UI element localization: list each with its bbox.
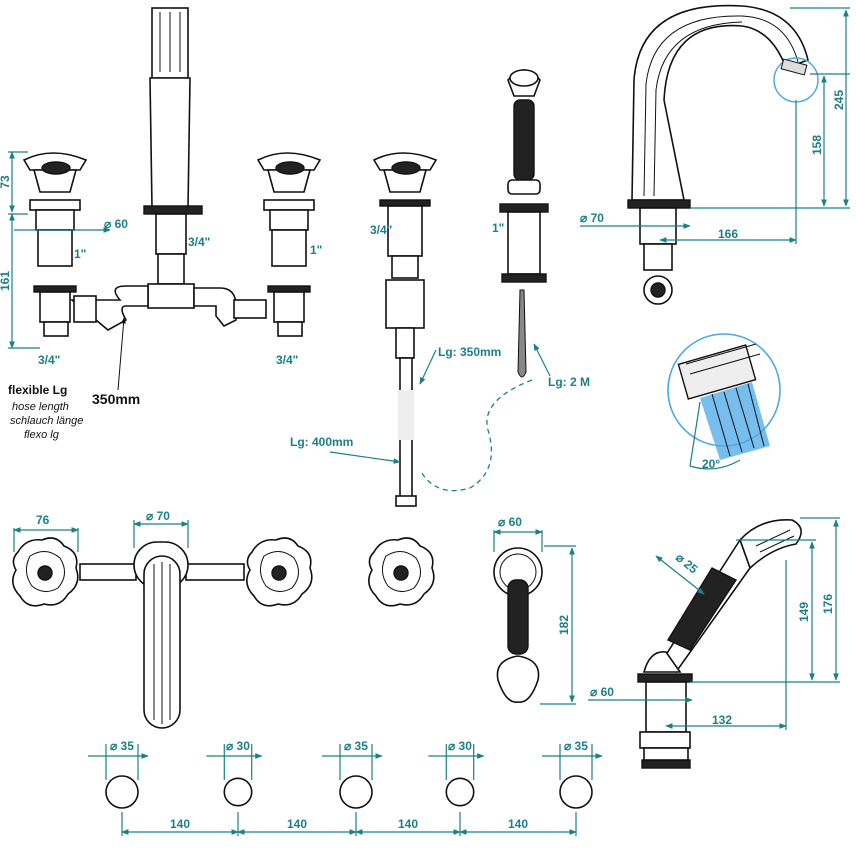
handshower-thread: 1" [492, 221, 504, 235]
hole-diameter-label: ⌀ 35 [110, 739, 134, 753]
swan-spout-reach: 166 [718, 227, 738, 241]
spout-top-diameter-value: 70 [157, 509, 171, 523]
hole-diameter-label: ⌀ 35 [344, 739, 368, 753]
left-valve-diameter: ⌀ 60 [104, 217, 128, 231]
hole-spacing-label: 140 [287, 817, 307, 831]
right-valve-thread-lower: 3/4" [276, 353, 298, 367]
handshower-on-holder [637, 519, 802, 769]
flexible-note: flexible Lg hose length schlauch länge f… [8, 383, 83, 441]
aerator-angle: 20° [702, 457, 720, 471]
left-valve-diameter-value: 60 [115, 217, 129, 231]
top-view-dimensions: 76 ⌀ 70 ⌀ 60 182 [13, 509, 576, 705]
swan-spout-side [627, 4, 819, 305]
right-valve-thread-upper: 1" [310, 243, 322, 257]
handshower-height-inner: 149 [797, 602, 811, 622]
flexible-note-title: flexible Lg [8, 383, 67, 397]
mounting-hole [339, 775, 373, 809]
handshower-dimensions: ⌀ 25 176 149 ⌀ 60 132 [588, 517, 840, 730]
diverter-thread: 3/4" [370, 223, 392, 237]
connector-pipe [69, 285, 267, 331]
flexible-note-line: hose length [12, 401, 69, 413]
top-view [12, 537, 543, 729]
swan-spout-height-inner: 158 [810, 135, 824, 155]
left-valve-height-top: 73 [0, 175, 12, 189]
left-valve-height-total: 161 [0, 271, 12, 291]
hole-spacing-label: 140 [508, 817, 528, 831]
handshower-head-diameter-value: 25 [681, 557, 700, 577]
mounting-hole [105, 775, 139, 809]
swan-spout-dimensions: 245 158 ⌀ 70 166 [580, 7, 850, 244]
flexible-note-line: schlauch länge [10, 415, 83, 427]
hose-lines: Lg: 350mm Lg: 2 M Lg: 400mm [290, 343, 590, 492]
connector-length: 350mm [92, 391, 140, 407]
hole-diameter-label: ⌀ 35 [564, 739, 588, 753]
left-handle-top [12, 537, 79, 607]
handshower-holder-top [493, 547, 543, 703]
holder-length: 182 [557, 615, 571, 635]
left-valve-thread-upper: 1" [74, 247, 86, 261]
flexible-note-line: flexo lg [24, 429, 60, 441]
mounting-hole [559, 775, 593, 809]
mounting-hole [445, 777, 475, 807]
swan-spout-height-total: 245 [832, 90, 846, 110]
spout-thread: 3/4" [188, 235, 210, 249]
holder-diameter: ⌀ 60 [498, 515, 522, 529]
handshower-base-diameter: ⌀ 60 [590, 685, 614, 699]
right-valve-side [256, 152, 322, 337]
spout-top [133, 541, 189, 729]
hose-length-2m: Lg: 2 M [548, 375, 590, 389]
handle-width: 76 [36, 513, 50, 527]
hose-length-350: Lg: 350mm [438, 345, 501, 359]
handshower-side: 1" [492, 69, 549, 378]
swan-spout-diameter-value: 70 [591, 211, 605, 225]
hole-diameter-label: ⌀ 30 [448, 739, 472, 753]
spout-top-diameter: ⌀ 70 [146, 509, 170, 523]
hole-pattern: ⌀ 35 ⌀ 30 ⌀ 35 ⌀ 30 ⌀ 35 140 140 140 140 [88, 739, 603, 836]
right-handle-top [246, 537, 313, 607]
hole-spacing-label: 140 [398, 817, 418, 831]
holder-diameter-value: 60 [509, 515, 523, 529]
spout-side [143, 7, 203, 309]
left-valve-thread-lower: 3/4" [38, 353, 60, 367]
hose-length-400: Lg: 400mm [290, 435, 353, 449]
diverter-side: 3/4" [370, 152, 438, 507]
handshower-base-diameter-value: 60 [601, 685, 615, 699]
aerator-detail: 20° [667, 333, 781, 471]
left-valve-dimensions: 73 161 ⌀ 60 1" 3/4" 3/4" 1" 3/4" [0, 151, 322, 367]
handshower-height-total: 176 [821, 594, 835, 614]
mounting-hole [223, 777, 253, 807]
swan-spout-diameter: ⌀ 70 [580, 211, 604, 225]
connector-length-callout: 350mm [92, 317, 140, 407]
diverter-handle-top [368, 537, 435, 607]
hole-diameter-label: ⌀ 30 [226, 739, 250, 753]
handshower-reach: 132 [712, 713, 732, 727]
hole-spacing-label: 140 [170, 817, 190, 831]
